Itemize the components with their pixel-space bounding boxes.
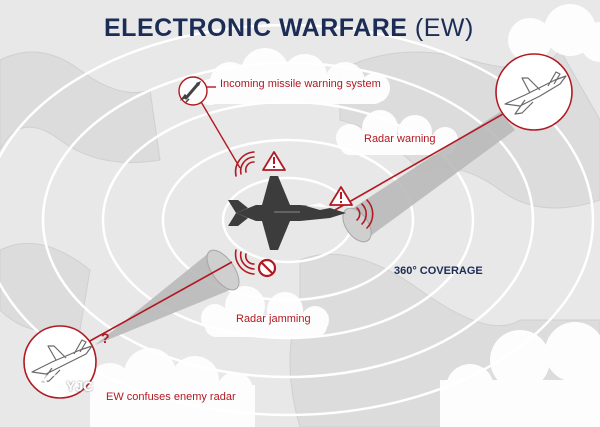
warning-triangle-icon (262, 151, 286, 171)
watermark-text: YJC (66, 378, 94, 394)
label-radar-jamming: Radar jamming (236, 313, 311, 325)
label-confuses-enemy-radar: EW confuses enemy radar (106, 391, 236, 403)
cloud-radar-warning (336, 110, 458, 155)
title-abbr: (EW) (414, 14, 474, 42)
cloud-top (197, 48, 390, 105)
cloud-bottom-right (440, 322, 600, 427)
cloud-top-right (508, 4, 600, 62)
signal-wave-icons (234, 151, 374, 275)
missile-icon (178, 76, 208, 106)
warning-triangle-icon-right (329, 186, 353, 206)
signal-wave-icon-bottom (234, 249, 255, 275)
pointer-lines (196, 86, 241, 169)
signal-wave-icon-right (356, 199, 374, 229)
fighter-jet-icon (228, 176, 346, 250)
cloud-bottom-left (88, 348, 255, 427)
label-radar-warning: Radar warning (364, 133, 436, 145)
enemy-aircraft-right (495, 53, 573, 131)
clouds (88, 4, 600, 427)
question-mark: ? (101, 330, 110, 346)
no-entry-icon (257, 258, 277, 278)
page-title: ELECTRONIC WARFARE (EW) (104, 14, 474, 43)
beams (69, 109, 515, 353)
enemy-aircraft-left (23, 325, 97, 399)
coverage-label: 360° COVERAGE (394, 265, 483, 277)
signal-wave-icon-top (234, 151, 255, 177)
watermark-logo-icon (41, 374, 63, 396)
label-missile-warning: Incoming missile warning system (220, 78, 381, 90)
title-main: ELECTRONIC WARFARE (104, 14, 408, 42)
beam-line-enemy-right (334, 109, 511, 211)
cloud-jamming (201, 286, 329, 337)
beam-radar-warning (342, 112, 515, 243)
beam-line-enemy-left (69, 261, 233, 353)
